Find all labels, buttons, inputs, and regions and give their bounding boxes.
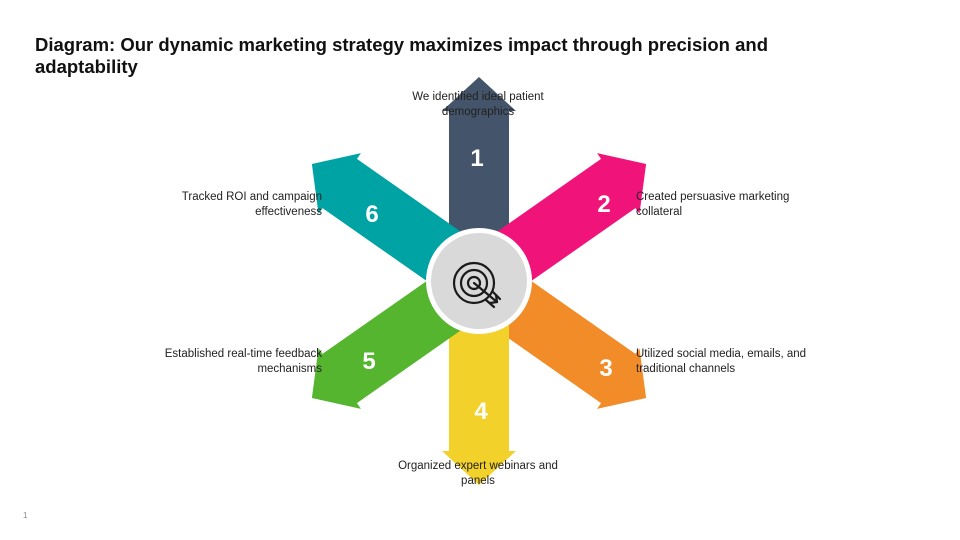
step-number-2: 2 xyxy=(597,191,610,218)
step-label-3: Utilized social media, emails, and tradi… xyxy=(636,348,807,375)
step-label-6: Tracked ROI and campaign effectiveness xyxy=(181,191,322,218)
step-label-5: Established real-time feedback mechanism… xyxy=(164,348,322,375)
step-number-4: 4 xyxy=(474,398,488,425)
step-number-5: 5 xyxy=(362,348,375,375)
step-label-1: We identified ideal patient demographics xyxy=(412,91,544,118)
step-number-3: 3 xyxy=(599,355,612,382)
step-label-2: Created persuasive marketing collateral xyxy=(636,191,790,218)
step-label-4: Organized expert webinars and panels xyxy=(398,460,558,487)
step-number-1: 1 xyxy=(470,145,483,172)
slide-title: Diagram: Our dynamic marketing strategy … xyxy=(35,34,768,77)
target-with-arrow-icon xyxy=(452,261,502,309)
page-number: 1 xyxy=(23,511,28,520)
step-number-6: 6 xyxy=(365,201,378,228)
